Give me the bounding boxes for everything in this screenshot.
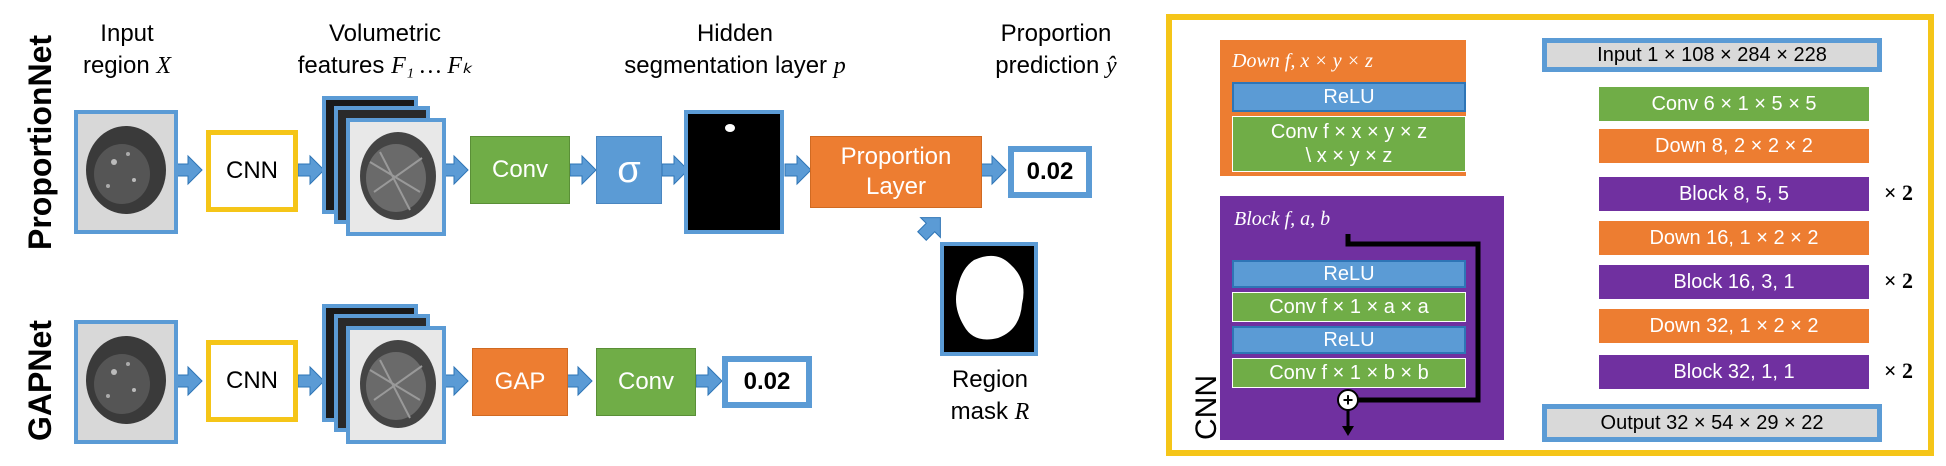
gapnet-feature-map-front — [346, 326, 446, 444]
block-conv-row-1: Conv f × 1 × a × a — [1232, 292, 1466, 322]
gapnet-cnn-box: CNN — [206, 340, 298, 422]
gapnet-output: 0.02 — [722, 356, 812, 408]
repeat-count: × 2 — [1884, 180, 1914, 205]
gapnet-input-image — [74, 320, 178, 444]
gapnet-title: GAPNet — [22, 320, 58, 441]
region-mask-label: Region mask R — [950, 366, 1030, 425]
lung-scan-icon — [78, 324, 174, 440]
arrow-icon — [917, 217, 941, 241]
arrow-icon — [565, 366, 593, 396]
cnn-panel-label: CNN — [1190, 375, 1223, 440]
proportionnet-title: ProportionNet — [22, 34, 58, 250]
residual-plus-icon: + — [1342, 390, 1354, 410]
segmentation-layer-image — [684, 110, 784, 234]
residual-connection-icon — [1337, 234, 1481, 436]
mask-blob-icon — [944, 246, 1034, 352]
arrow-icon — [569, 155, 597, 185]
arrow-icon — [297, 155, 325, 185]
arrow-icon — [979, 155, 1007, 185]
arrow-icon — [695, 366, 723, 396]
col-input-header: Input region X — [82, 20, 172, 79]
down-definition-title: Down f, x × y × z — [1232, 50, 1373, 72]
cnn-box: CNN — [206, 130, 298, 212]
block-conv-row-2: Conv f × 1 × b × b — [1232, 358, 1466, 388]
sigmoid-box: σ — [596, 136, 662, 204]
segmentation-blob-icon — [688, 114, 780, 230]
block-definition-title: Block f, a, b — [1234, 208, 1331, 230]
stack-layer-purple: Block 16, 3, 1 — [1598, 264, 1870, 300]
feature-map-front — [346, 118, 446, 236]
stack-layer-purple: Block 32, 1, 1 — [1598, 354, 1870, 390]
repeat-count: × 2 — [1884, 358, 1914, 383]
stack-layer-orange: Down 16, 1 × 2 × 2 — [1598, 220, 1870, 256]
stack-layer-purple: Block 8, 5, 5 — [1598, 176, 1870, 212]
col-hidden-header: Hidden segmentation layer p — [624, 20, 846, 79]
gapnet-conv-box: Conv — [596, 348, 696, 416]
input-ct-image — [74, 110, 178, 234]
stack-layer-orange: Down 32, 1 × 2 × 2 — [1598, 308, 1870, 344]
arrow-icon — [784, 155, 812, 185]
stack-layer-grey: Input 1 × 108 × 284 × 228 — [1542, 38, 1882, 72]
arrow-icon — [175, 366, 203, 396]
down-conv-row: Conv f × x × y × z \ x × y × z — [1232, 116, 1466, 172]
region-mask-image — [940, 242, 1038, 356]
stack-layer-green: Conv 6 × 1 × 5 × 5 — [1598, 86, 1870, 122]
stack-layer-orange: Down 8, 2 × 2 × 2 — [1598, 128, 1870, 164]
arrow-icon — [297, 366, 325, 396]
block-relu-row-2: ReLU — [1232, 326, 1466, 354]
down-relu-row: ReLU — [1232, 82, 1466, 112]
gap-box: GAP — [472, 348, 568, 416]
col-volumetric-header: Volumetric features F₁ … Fₖ — [297, 20, 473, 79]
repeat-count: × 2 — [1884, 268, 1914, 293]
proportionnet-output: 0.02 — [1008, 146, 1092, 198]
lung-scan-icon — [78, 114, 174, 230]
arrow-icon — [175, 155, 203, 185]
conv-box: Conv — [470, 136, 570, 204]
col-prediction-header: Proportion prediction ŷ — [995, 20, 1117, 79]
feature-texture-icon — [350, 330, 442, 440]
feature-texture-icon — [350, 122, 442, 232]
stack-layer-grey: Output 32 × 54 × 29 × 22 — [1542, 404, 1882, 442]
block-relu-row-1: ReLU — [1232, 260, 1466, 288]
proportion-layer-box: Proportion Layer — [810, 136, 982, 208]
